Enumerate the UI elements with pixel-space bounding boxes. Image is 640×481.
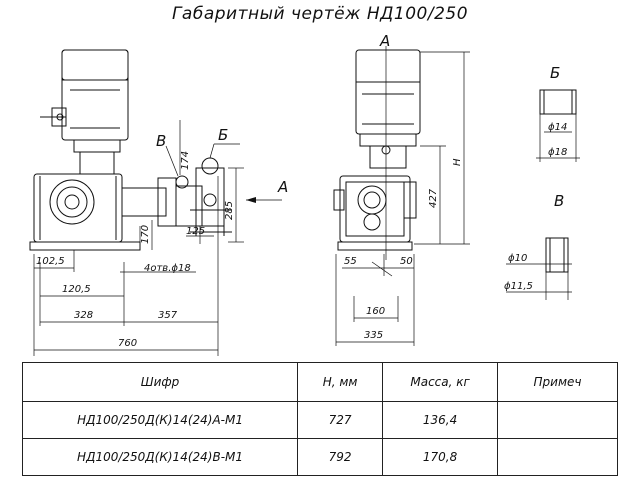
detail-b: [536, 89, 580, 162]
table-row: НД100/250Д(К)14(24)А-М1 727 136,4: [21, 401, 618, 439]
header-mass: Масса, кг: [382, 362, 499, 402]
row-mass: 136,4: [382, 401, 499, 439]
dim-760: 760: [118, 338, 137, 349]
arrow-label-a: А: [277, 178, 288, 196]
detail-v: [506, 237, 572, 300]
drawing-title: Габаритный чертёж НД100/250: [171, 4, 469, 24]
gearbox-housing: [33, 173, 123, 243]
detail-v-fitting: [545, 237, 569, 273]
dim-phi18: ϕ18: [548, 147, 567, 158]
detail-b-label: Б: [550, 64, 560, 82]
dim-phi14: ϕ14: [548, 122, 567, 133]
detail-v-label: В: [554, 192, 564, 210]
view-marker-v: В: [156, 132, 166, 150]
header-note: Примеч: [497, 362, 618, 402]
dim-phi10: ϕ10: [508, 253, 527, 264]
front-view: [29, 49, 282, 356]
motor-body: [61, 49, 129, 141]
view-label-a: А: [379, 32, 390, 50]
dim-328: 328: [74, 310, 93, 321]
row-h: 727: [297, 401, 384, 439]
row-code: НД100/250Д(К)14(24)В-М1: [21, 438, 299, 476]
row-note: [497, 438, 618, 476]
base-plate: [29, 241, 141, 251]
outlet-valve-ball: [201, 157, 219, 175]
side-motor-body: [355, 49, 421, 135]
side-view: [333, 46, 470, 346]
row-mass: 170,8: [382, 438, 499, 476]
valve-head: [195, 167, 225, 227]
header-code: Шифр: [21, 362, 299, 402]
dim-174: 174: [180, 151, 191, 170]
dim-120-5: 120,5: [62, 284, 91, 295]
dim-357: 357: [158, 310, 178, 321]
check-valve-upper: [175, 175, 189, 189]
motor-fan-cover: [61, 49, 129, 81]
dim-170: 170: [140, 225, 151, 244]
detail-b-fitting: [539, 89, 577, 115]
dim-holes: 4отв.ϕ18: [144, 263, 191, 274]
dim-125: 125: [186, 226, 205, 237]
dim-h: Н: [452, 158, 463, 166]
table-row: НД100/250Д(К)14(24)В-М1 792 170,8: [21, 438, 618, 476]
spec-table-header: Шифр Н, мм Масса, кг Примеч: [21, 362, 618, 402]
view-marker-b: Б: [218, 126, 228, 144]
row-h: 792: [297, 438, 384, 476]
header-h: Н, мм: [297, 362, 384, 402]
dim-102-5: 102,5: [36, 256, 65, 267]
dim-335: 335: [364, 330, 383, 341]
dim-phi11-5: ϕ11,5: [504, 281, 533, 292]
row-note: [497, 401, 618, 439]
gear-cover-outer: [49, 179, 95, 225]
dim-427: 427: [428, 188, 439, 208]
dim-160: 160: [366, 306, 385, 317]
dim-50: 50: [400, 256, 413, 267]
dim-55: 55: [344, 256, 357, 267]
dim-285: 285: [224, 201, 235, 220]
spec-table: Шифр Н, мм Масса, кг Примеч НД100/250Д(К…: [21, 362, 618, 476]
row-code: НД100/250Д(К)14(24)А-М1: [21, 401, 299, 439]
